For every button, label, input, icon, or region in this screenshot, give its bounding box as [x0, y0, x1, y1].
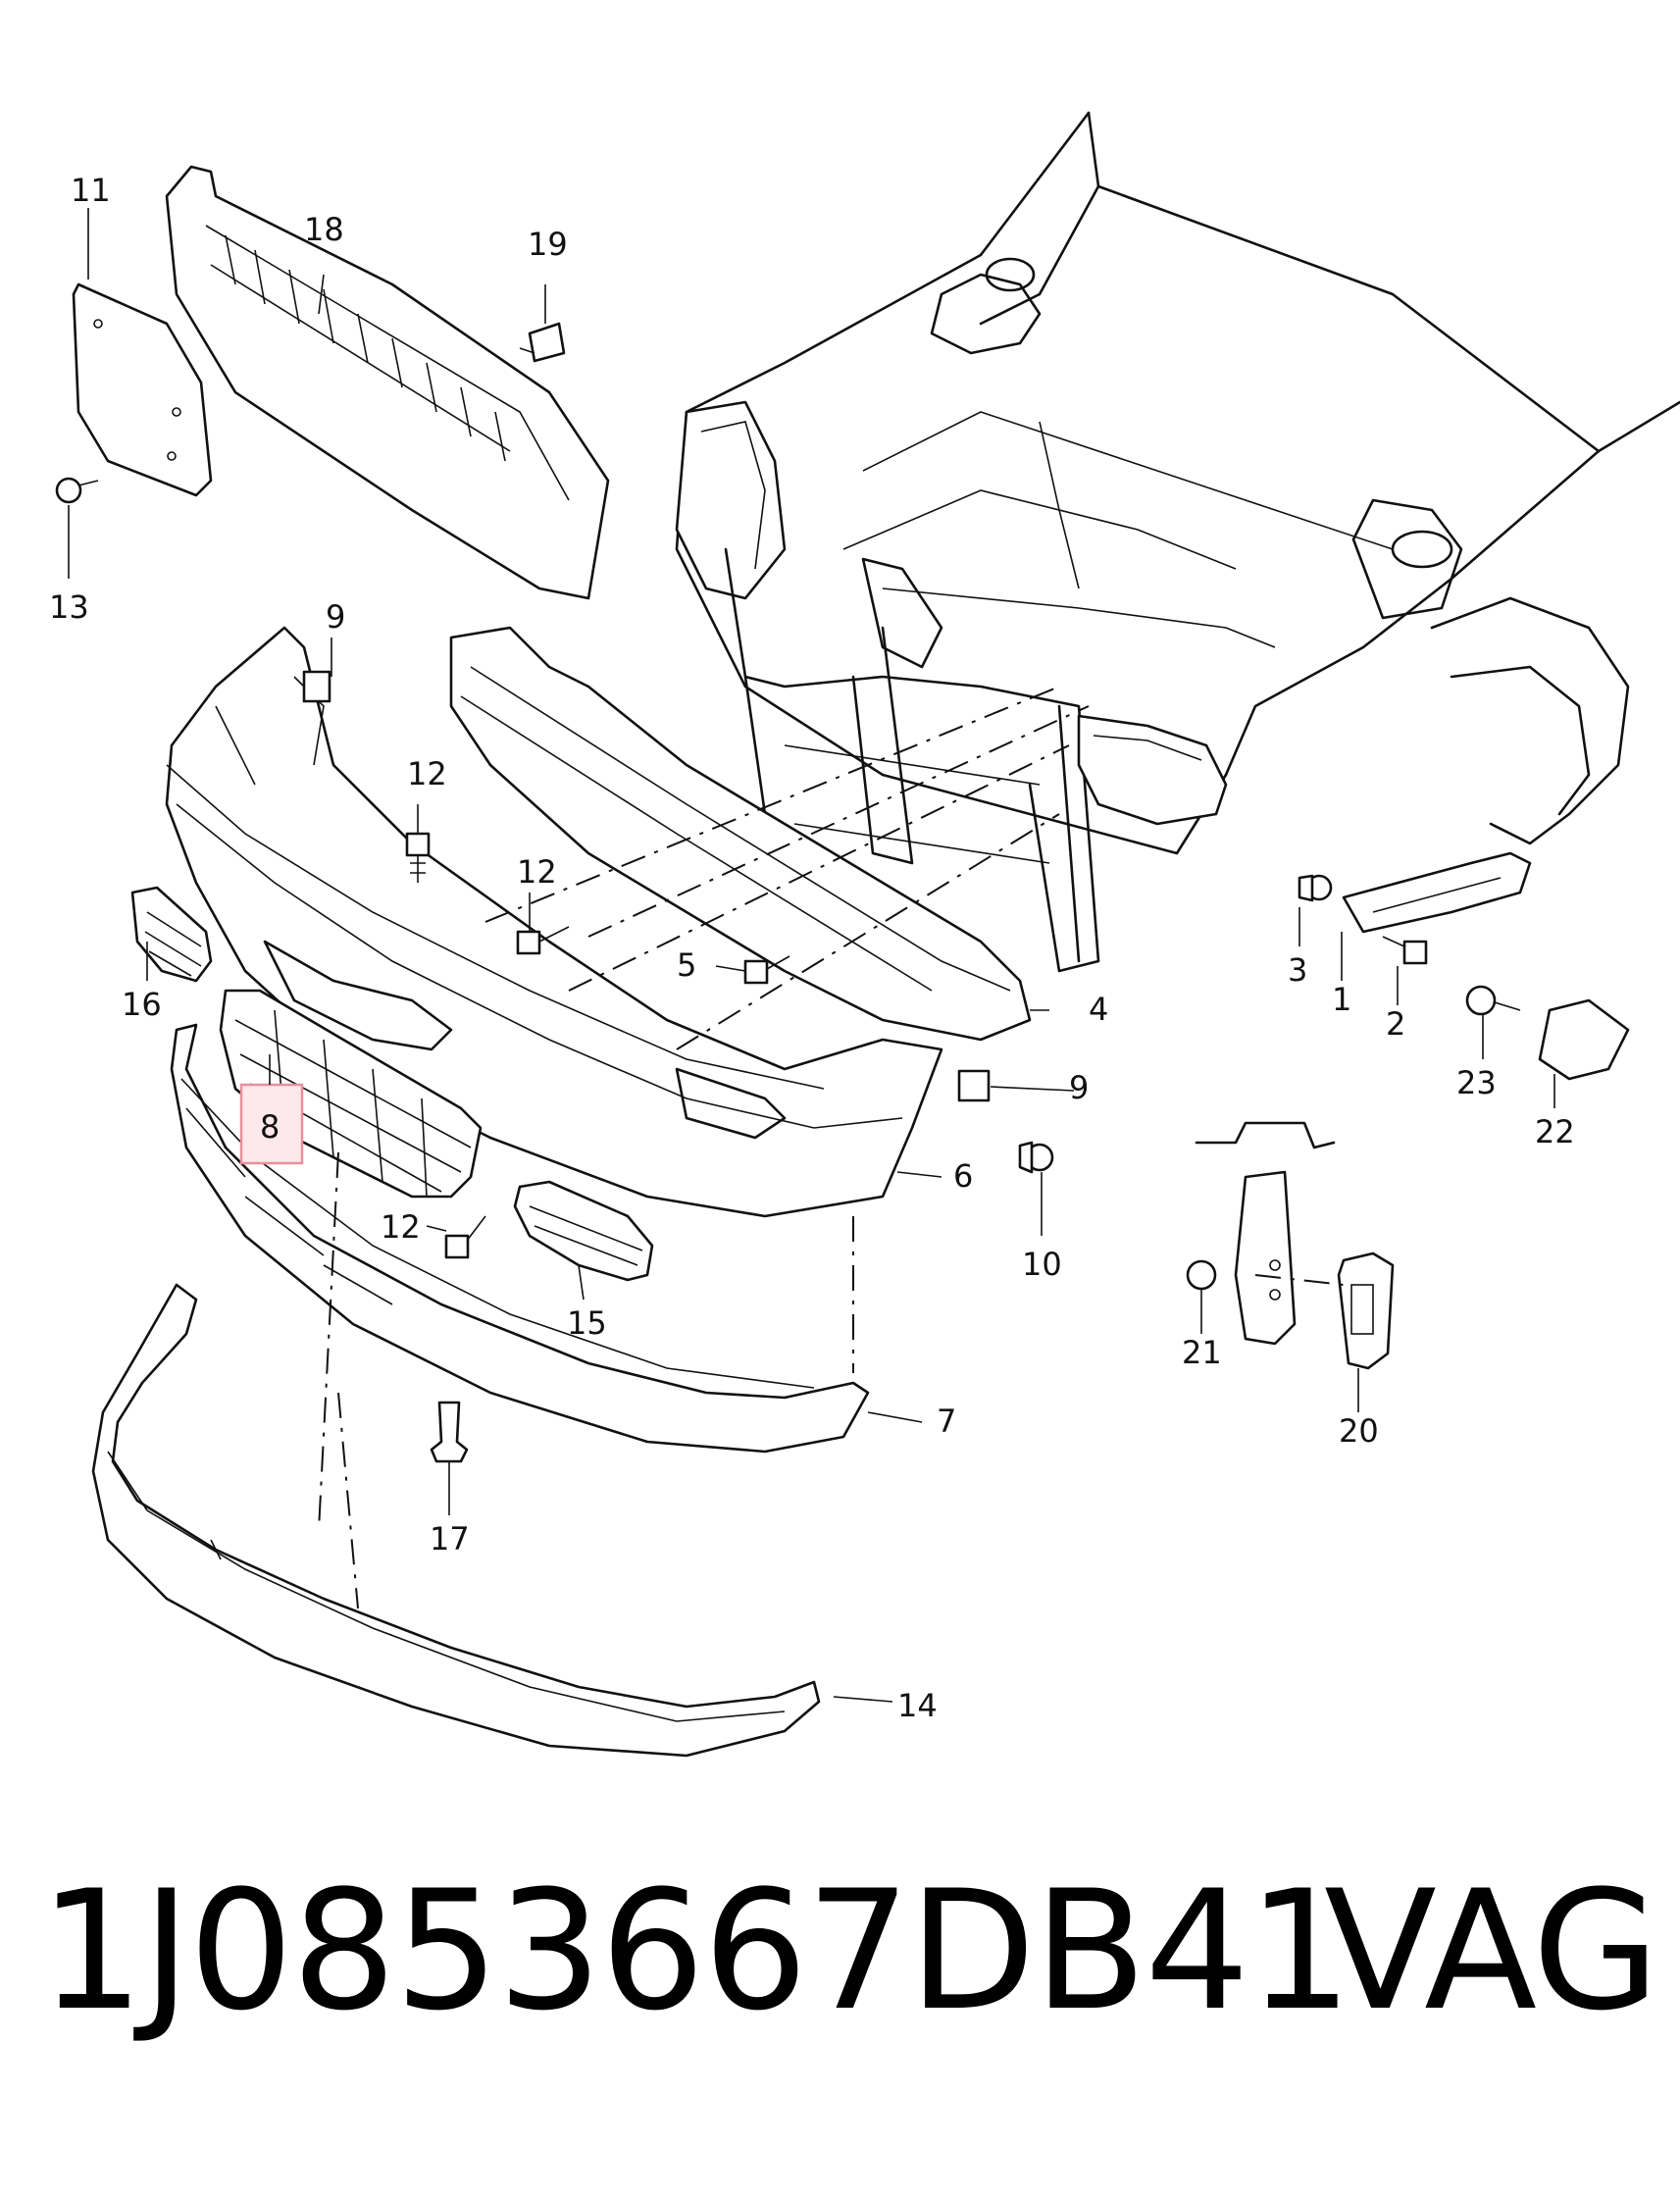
callout-11: 11 [71, 172, 111, 209]
left-grille [130, 886, 213, 983]
callout-2: 2 [1386, 1005, 1405, 1043]
headlight-left [675, 400, 787, 600]
bolt-12-middle [516, 926, 570, 955]
callout-9-upper: 9 [326, 598, 345, 636]
lower-spoiler [170, 1023, 870, 1454]
bolt-2 [1382, 936, 1428, 965]
callout-12-upper: 12 [407, 755, 447, 792]
side-bracket-1 [1342, 851, 1532, 934]
bracket-22 [1538, 998, 1630, 1081]
headlight-right [1077, 714, 1228, 826]
fasteners [55, 322, 1521, 1463]
callout-6: 6 [953, 1157, 973, 1195]
nut-23 [1465, 985, 1521, 1016]
callout-21: 21 [1182, 1334, 1222, 1371]
callout-14: 14 [897, 1687, 938, 1724]
callout-16: 16 [122, 986, 162, 1023]
bolt-13 [55, 477, 99, 504]
bolt-5 [743, 955, 790, 985]
bumper-carrier [449, 626, 1032, 1042]
callout-17: 17 [430, 1520, 470, 1557]
callout-19: 19 [528, 226, 568, 263]
callout-3: 3 [1288, 951, 1307, 989]
clip-9-lower [957, 1069, 991, 1102]
lower-trim-strip [91, 1283, 821, 1758]
callout-7: 7 [937, 1403, 956, 1440]
callout-10: 10 [1022, 1246, 1062, 1283]
bolt-12-lower [444, 1215, 486, 1259]
center-grille [219, 989, 483, 1199]
guide-bracket-20 [1337, 1251, 1395, 1370]
license-plate-bracket [72, 282, 213, 497]
callout-12-middle: 12 [517, 853, 557, 891]
push-clip-10 [1018, 1141, 1054, 1174]
callout-8: 8 [260, 1108, 280, 1146]
car-body-front-end [675, 111, 1680, 855]
callout-13: 13 [49, 588, 89, 626]
mount-column [1186, 1121, 1336, 1346]
callout-labels: 11 18 19 13 9 12 12 5 4 9 6 10 3 1 2 16 … [49, 172, 1575, 1724]
callout-9-lower: 9 [1069, 1069, 1089, 1106]
callout-22: 22 [1535, 1113, 1575, 1150]
callout-12-lower: 12 [381, 1208, 421, 1246]
clip-9-upper [302, 670, 331, 703]
stud-17 [430, 1401, 469, 1463]
callout-1: 1 [1332, 981, 1351, 1018]
callout-20: 20 [1339, 1412, 1379, 1450]
push-clip-3 [1298, 874, 1333, 902]
impact-absorber [165, 165, 610, 600]
callout-15: 15 [567, 1304, 607, 1342]
brand-name: VAG [1324, 1855, 1659, 2047]
callout-18: 18 [304, 211, 344, 248]
right-grille [513, 1180, 654, 1282]
assembly-lines [318, 686, 1345, 1609]
callout-23: 23 [1456, 1064, 1497, 1101]
callout-4: 4 [1089, 991, 1108, 1028]
callout-5: 5 [677, 946, 696, 984]
leader-lines [68, 208, 1555, 1703]
highlight-callout-8 [239, 1054, 304, 1165]
bolt-19 [519, 322, 566, 363]
part-number: 1J0853667DB41 [39, 1855, 1352, 2047]
